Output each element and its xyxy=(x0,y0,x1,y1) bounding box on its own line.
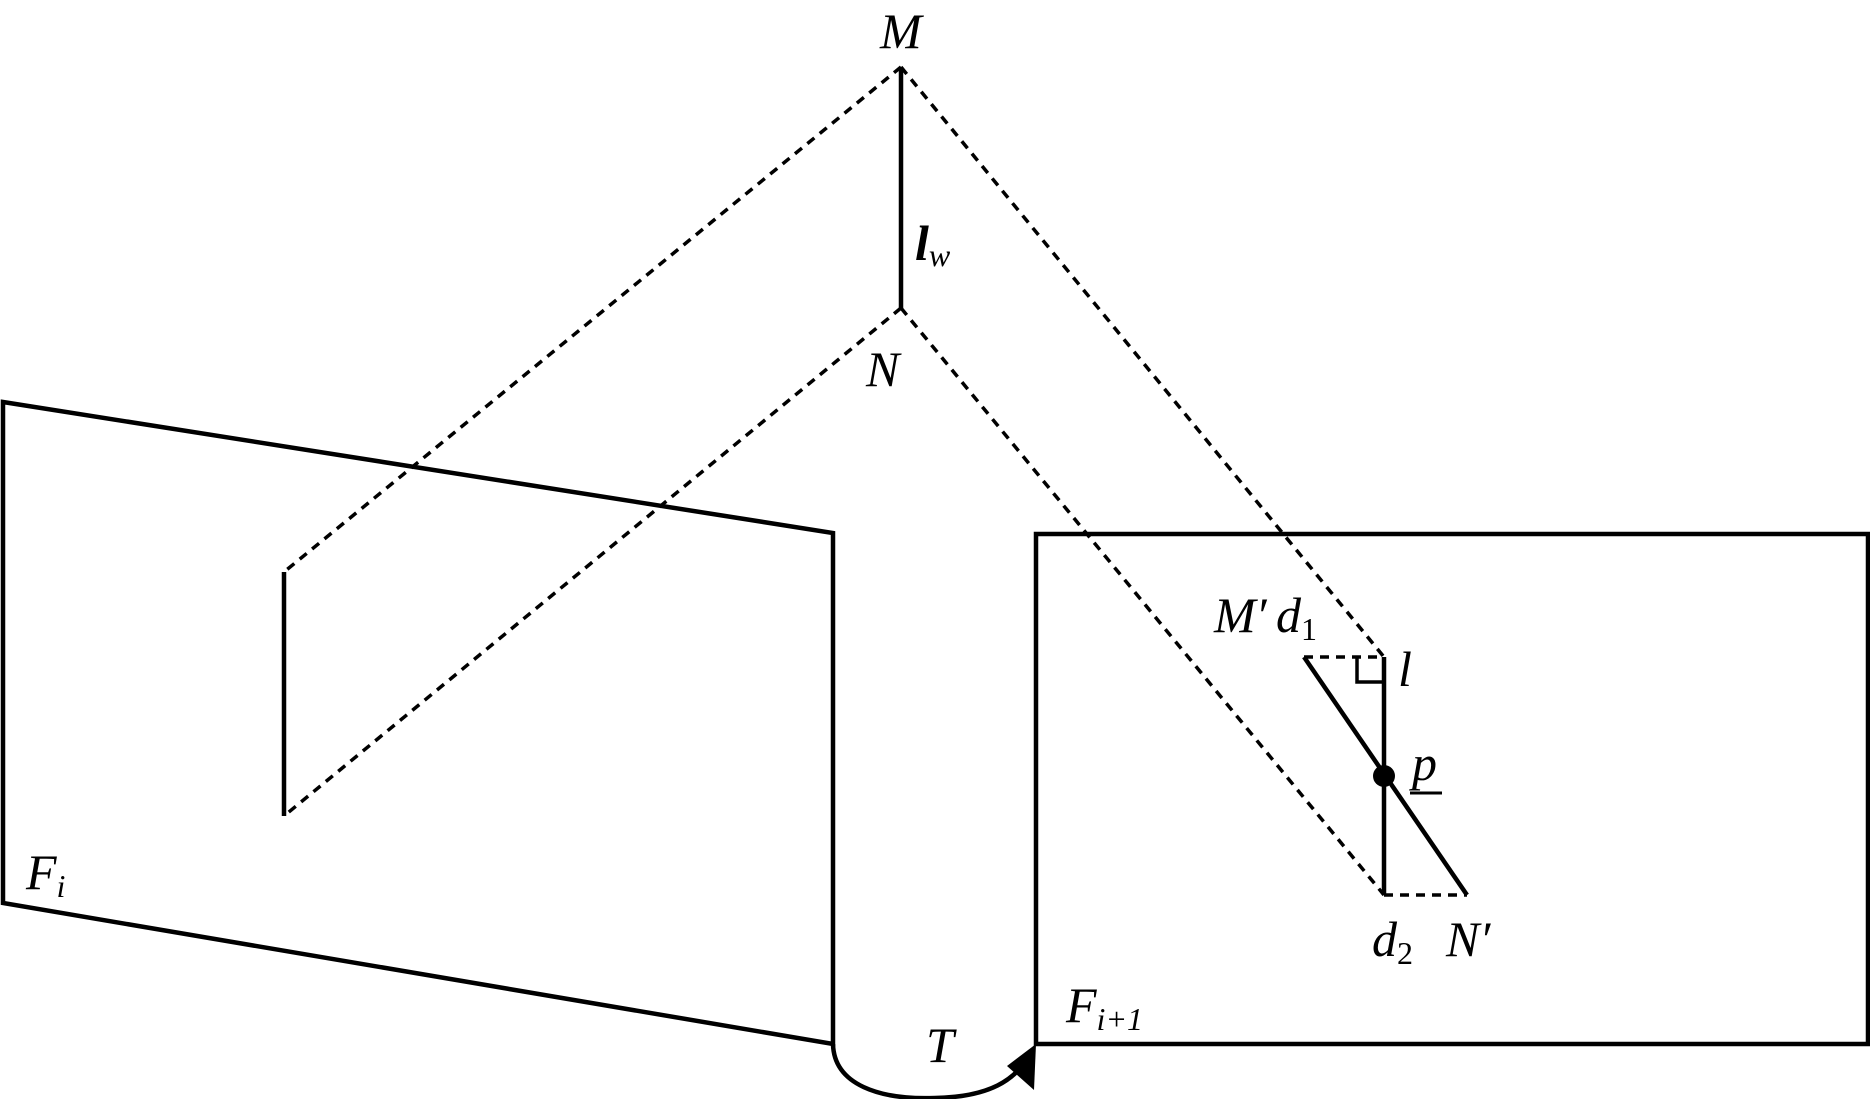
label-d2-main: d xyxy=(1372,911,1398,967)
frame-fi xyxy=(0,399,836,1047)
label-d1: d1 xyxy=(1276,587,1317,647)
ray-m-to-fi1 xyxy=(899,65,1386,659)
label-fi1: Fi+1 xyxy=(1065,977,1143,1037)
label-d1-main: d xyxy=(1276,587,1302,643)
label-fi1-main: F xyxy=(1065,977,1097,1033)
label-n: N xyxy=(865,341,902,397)
label-lw-main: l xyxy=(915,215,929,271)
ray-m-to-fi xyxy=(282,65,903,574)
ray-n-to-fi xyxy=(282,306,903,818)
label-fi-sub: i xyxy=(57,868,66,904)
label-nprime: N′ xyxy=(1445,911,1491,967)
label-m: M xyxy=(879,3,924,59)
ray-n-to-fi1 xyxy=(899,306,1386,897)
label-d1-sub: 1 xyxy=(1301,611,1317,647)
label-mprime: M′ xyxy=(1213,587,1268,643)
point-p xyxy=(1373,765,1395,787)
frame-fi1 xyxy=(1033,531,1870,1047)
label-t: T xyxy=(926,1017,957,1073)
label-fi-main: F xyxy=(25,844,57,900)
right-angle-marker xyxy=(1355,657,1384,684)
label-fi: Fi xyxy=(25,844,65,904)
label-d2-sub: 2 xyxy=(1397,935,1413,971)
label-fi1-sub: i+1 xyxy=(1097,1001,1143,1037)
label-l: l xyxy=(1398,641,1412,697)
label-p: p xyxy=(1409,735,1437,791)
label-lw-sub: w xyxy=(929,237,951,273)
transform-arc-t xyxy=(830,1043,1032,1099)
transform-arrowhead xyxy=(1007,1044,1036,1090)
label-lw: lw xyxy=(915,215,951,273)
label-d2: d2 xyxy=(1372,911,1413,971)
